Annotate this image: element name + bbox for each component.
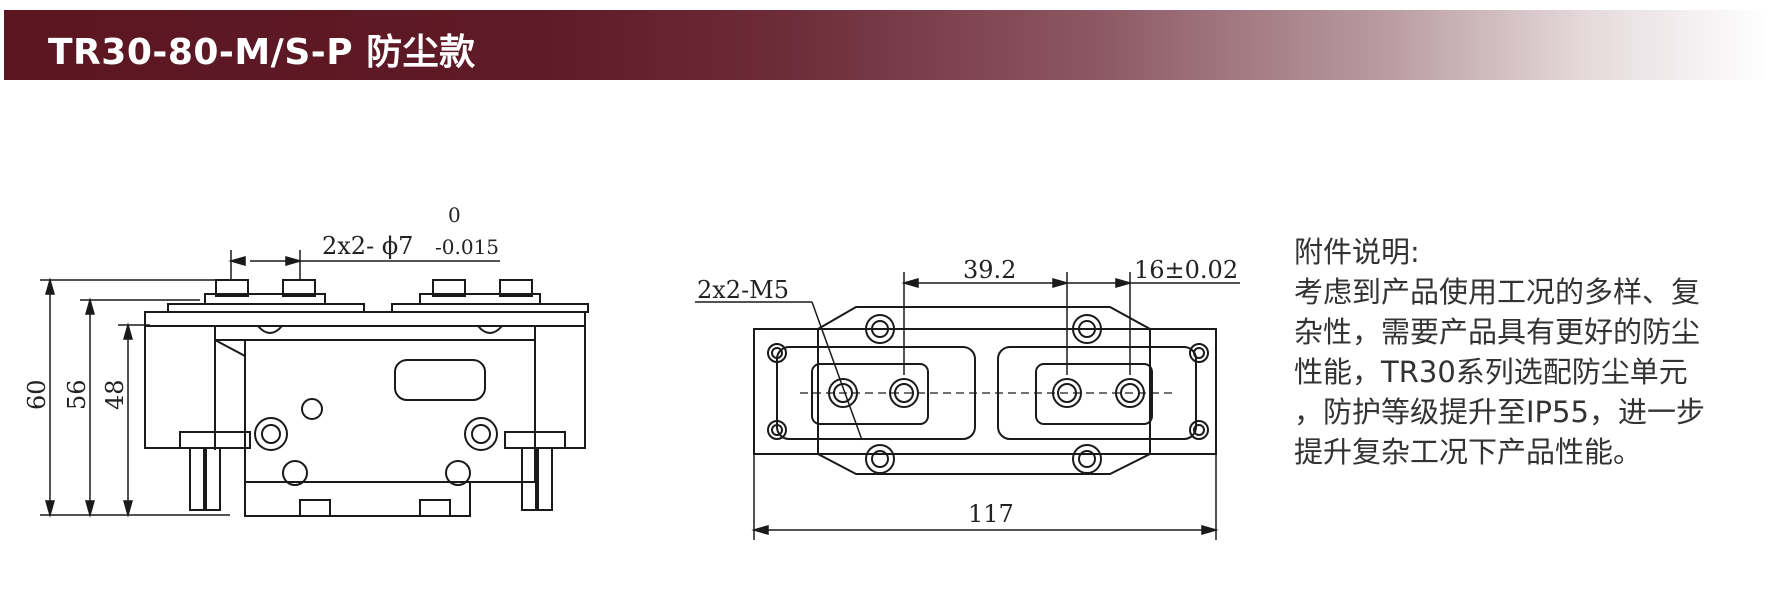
notes-line: ，防护等级提升至IP55，进一步 [1294, 395, 1705, 429]
dim-16-label: 16±0.02 [1134, 256, 1238, 284]
notes-line: 考虑到产品使用工况的多样、复 [1294, 275, 1701, 309]
tol-lower-label: -0.015 [435, 235, 499, 259]
side-view [40, 250, 589, 518]
dim-60-label: 60 [23, 379, 51, 410]
notes-line: 提升复杂工况下产品性能。 [1294, 435, 1643, 469]
notes-heading: 附件说明: [1294, 235, 1420, 269]
notes-line: 杂性，需要产品具有更好的防尘 [1294, 315, 1701, 349]
dim-pin-label: 2x2- ϕ7 [322, 232, 413, 260]
dim-39-2-label: 39.2 [963, 256, 1016, 284]
header-bar: TR30-80-M/S-P 防尘款 [4, 10, 1769, 80]
dim-56-label: 56 [63, 379, 91, 410]
top-view [695, 272, 1240, 540]
dim-48-label: 48 [101, 379, 129, 410]
tol-upper-label: 0 [448, 203, 461, 227]
notes-line: 性能，TR30系列选配防尘单元 [1294, 355, 1688, 389]
dim-117-label: 117 [968, 500, 1014, 528]
page-title: TR30-80-M/S-P 防尘款 [48, 32, 476, 73]
accessory-notes: 附件说明: 考虑到产品使用工况的多样、复 杂性，需要产品具有更好的防尘 性能，T… [1294, 232, 1764, 472]
dim-m5-label: 2x2-M5 [697, 276, 789, 304]
